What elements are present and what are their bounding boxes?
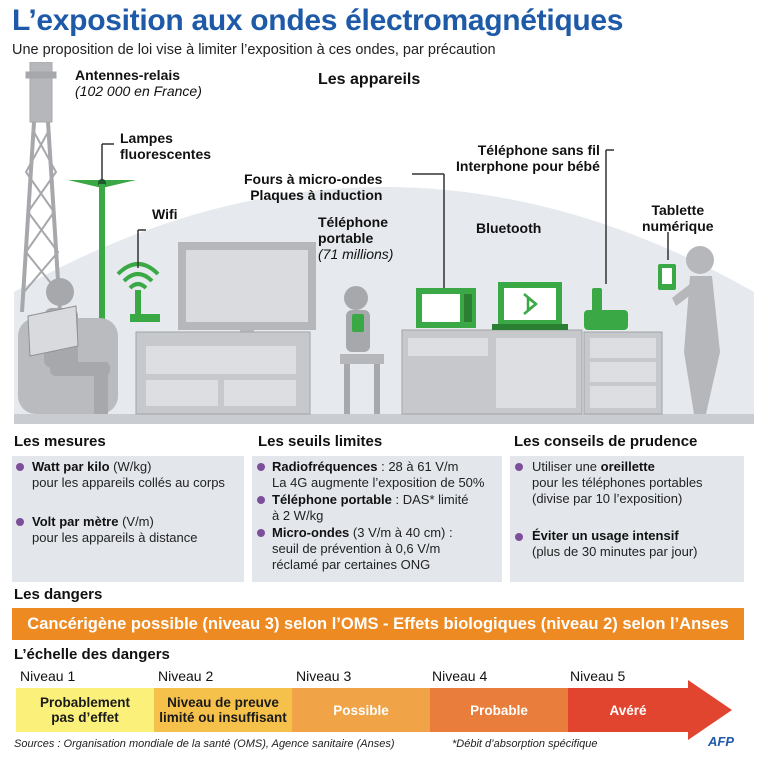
afp-logo: AFP	[708, 734, 734, 749]
dangers-bar: Cancérigène possible (niveau 3) selon l’…	[12, 608, 744, 640]
page-title: L’exposition aux ondes électromagnétique…	[12, 4, 624, 37]
conseils-panel	[510, 456, 744, 582]
bullet-icon	[257, 496, 265, 504]
echelle-heading: L’échelle des dangers	[14, 646, 170, 663]
seuils-heading: Les seuils limites	[258, 433, 383, 450]
level-1-label: Niveau 1	[20, 668, 76, 684]
level-2-label: Niveau 2	[158, 668, 214, 684]
cordless-phone-icon	[584, 149, 628, 330]
seuils-panel	[252, 456, 502, 582]
sources-note: Sources : Organisation mondiale de la sa…	[14, 738, 395, 750]
appareils-heading: Les appareils	[318, 71, 421, 88]
label-fours: Fours à micro-ondes Plaques à induction	[244, 171, 383, 203]
conseils-item-2: Éviter un usage intensif (plus de 30 min…	[532, 528, 698, 559]
level-5-segment: Avéré	[568, 688, 688, 732]
level-4-label: Niveau 4	[432, 668, 488, 684]
seuils-item-3: Micro-ondes (3 V/m à 40 cm) : seuil de p…	[272, 525, 453, 572]
bluetooth-laptop-icon	[492, 282, 568, 330]
bullet-icon	[16, 463, 24, 471]
mesures-item-1: Watt par kilo (W/kg) pour les appareils …	[32, 459, 225, 490]
bullet-icon	[515, 533, 523, 541]
label-antennes: Antennes-relais (102 000 en France)	[75, 67, 202, 99]
microwave-icon	[412, 173, 476, 328]
conseils-item-1: Utiliser une oreillette pour les télépho…	[532, 459, 703, 506]
label-tablette: Tablette numérique	[642, 202, 714, 234]
label-telephone-portable: Téléphone portable (71 millions)	[318, 214, 394, 262]
conseils-heading: Les conseils de prudence	[514, 433, 698, 450]
seuils-item-2: Téléphone portable : DAS* limité à 2 W/k…	[272, 492, 469, 523]
lamp-icon	[68, 143, 136, 362]
antenna-tower-icon	[20, 62, 62, 313]
person-tablet-icon	[658, 246, 720, 414]
bullet-icon	[257, 463, 265, 471]
scale-arrowhead-icon	[688, 680, 732, 740]
tv-icon	[135, 242, 316, 415]
devices-illustration	[14, 62, 754, 424]
mesures-item-2: Volt par mètre (V/m) pour les appareils …	[32, 514, 198, 545]
bullet-icon	[257, 529, 265, 537]
dangers-heading: Les dangers	[14, 586, 103, 603]
level-3-label: Niveau 3	[296, 668, 352, 684]
bullet-icon	[515, 463, 523, 471]
label-telephone-sans-fil: Téléphone sans fil Interphone pour bébé	[456, 142, 600, 174]
label-wifi: Wifi	[152, 206, 178, 222]
footnote: *Débit d’absorption spécifique	[452, 738, 598, 750]
person-reading-icon	[18, 278, 118, 414]
page-subtitle: Une proposition de loi vise à limiter l’…	[12, 42, 496, 58]
mesures-heading: Les mesures	[14, 433, 106, 450]
mesures-panel	[12, 456, 244, 582]
child-phone-icon	[340, 286, 384, 414]
seuils-item-1: Radiofréquences : 28 à 61 V/m La 4G augm…	[272, 459, 485, 490]
level-4-segment: Probable	[430, 688, 568, 732]
label-lampes: Lampes fluorescentes	[120, 130, 212, 162]
label-bluetooth: Bluetooth	[476, 220, 542, 236]
bullet-icon	[16, 518, 24, 526]
level-5-label: Niveau 5	[570, 668, 626, 684]
level-3-segment: Possible	[292, 688, 430, 732]
